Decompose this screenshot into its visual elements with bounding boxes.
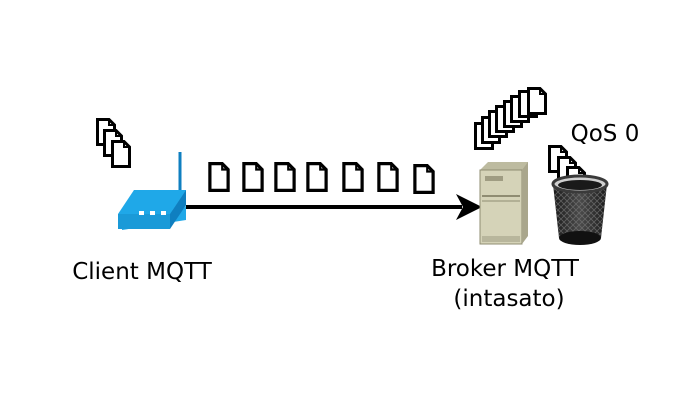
broker-message-pile [474, 87, 547, 150]
trash-can-icon [551, 174, 609, 245]
message-flow-arrow [186, 194, 482, 220]
client-label: Client MQTT [72, 259, 212, 285]
document-icon [342, 162, 364, 192]
document-icon [208, 162, 230, 192]
document-icon [274, 162, 296, 192]
client-message-stack [96, 118, 131, 168]
broker-label-line1: Broker MQTT [431, 256, 580, 282]
document-icon [242, 162, 264, 192]
server-icon [479, 162, 528, 245]
document-icon [306, 162, 328, 192]
document-icon [413, 164, 435, 194]
messages-in-transit [208, 162, 435, 194]
broker-label-line2: (intasato) [453, 286, 564, 312]
qos-label: QoS 0 [571, 121, 640, 147]
router-icon [118, 152, 186, 230]
document-icon [377, 162, 399, 192]
